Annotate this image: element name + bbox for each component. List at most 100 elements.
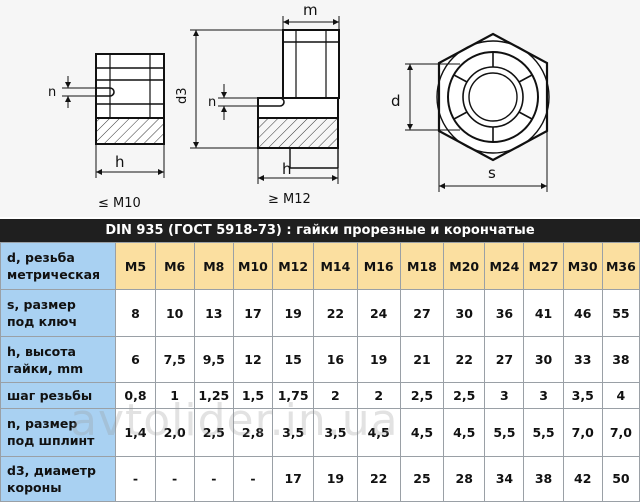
column-header-size: M18 [399,241,445,291]
table-cell: 1 [154,382,195,410]
table-cell: 38 [523,455,564,502]
column-header-size: M20 [443,241,486,291]
table-cell: 19 [356,335,401,384]
table-cell: 3,5 [313,408,358,457]
table-cell: 7,0 [562,408,603,457]
table-cell: 24 [356,289,401,337]
castle-nut-side-view [190,16,340,184]
row-header-line: гайки, mm [7,360,84,376]
table-cell: 15 [272,335,315,384]
dim-label-n-mid: n [208,95,217,110]
row-header-line: d3, диаметр [7,462,96,478]
table-cell: 5,5 [484,408,525,457]
technical-drawing: n h ≤ M10 m d3 n h ≥ M12 d s [0,0,640,217]
table-cell: - [115,455,156,502]
table-cell: 19 [313,455,358,502]
dim-label-h-mid: h [282,160,292,178]
table-cell: 16 [313,335,358,384]
table-cell: 3 [484,382,525,410]
table-cell: 10 [154,289,195,337]
table-cell: 0,8 [115,382,156,410]
table-cell: 30 [523,335,564,384]
table-cell: 21 [399,335,445,384]
table-cell: 30 [443,289,486,337]
table-cell: 27 [399,289,445,337]
table-cell: 2,5 [399,382,445,410]
column-header-size: M14 [313,241,358,291]
table-cell: - [193,455,234,502]
column-header-size: M30 [562,241,603,291]
dim-label-d3: d3 [175,87,190,104]
table-cell: 19 [272,289,315,337]
table-cell: 38 [601,335,640,384]
nut-drawings-svg [62,16,550,192]
table-cell: 6 [115,335,156,384]
row-header-line: h, высота [7,343,76,359]
row-header: шаг резьбы [0,382,117,410]
table-cell: 2,5 [443,382,486,410]
dim-label-s: s [488,164,496,182]
row-header-line: s, размер [7,297,76,313]
table-cell: - [154,455,195,502]
row-header-line: под шплинт [7,433,95,449]
table-cell: 55 [601,289,640,337]
table-cell: 4,5 [356,408,401,457]
table-cell: 1,4 [115,408,156,457]
column-header-size: M6 [154,241,195,291]
table-cell: 22 [313,289,358,337]
column-header-size: M5 [115,241,156,291]
table-cell: 41 [523,289,564,337]
table-cell: 3,5 [562,382,603,410]
row-header-line: n, размер [7,416,78,432]
table-cell: 1,5 [232,382,274,410]
table-cell: 1,75 [272,382,315,410]
caption-small-nut: ≤ M10 [98,196,141,211]
table-cell: 2,5 [193,408,234,457]
table-cell: 1,25 [193,382,234,410]
table-cell: 8 [115,289,156,337]
table-cell: 17 [232,289,274,337]
table-cell: 27 [484,335,525,384]
castle-nut-top-view [405,32,550,192]
row-header-line: короны [7,479,62,495]
table-cell: 28 [443,455,486,502]
table-cell: 2 [356,382,401,410]
row-header-line: шаг резьбы [7,388,93,404]
table-cell: 22 [443,335,486,384]
table-cell: 2,8 [232,408,274,457]
table-cell: 33 [562,335,603,384]
table-cell: 9,5 [193,335,234,384]
table-cell: 4,5 [443,408,486,457]
table-title: DIN 935 (ГОСТ 5918-73) : гайки прорезные… [0,219,640,242]
table-cell: 36 [484,289,525,337]
column-header-size: M24 [484,241,525,291]
column-header-size: M10 [232,241,274,291]
slotted-nut-small-side-view [62,53,165,178]
table-cell: 17 [272,455,315,502]
table-cell: 42 [562,455,603,502]
caption-castle-nut: ≥ M12 [268,192,311,207]
table-cell: 7,5 [154,335,195,384]
table-cell: - [232,455,274,502]
table-cell: 4,5 [399,408,445,457]
table-cell: 3,5 [272,408,315,457]
table-cell: 12 [232,335,274,384]
table-cell: 3 [523,382,564,410]
row-header-line: метрическая [7,267,101,283]
column-header-size: M12 [272,241,315,291]
row-header-line: под ключ [7,314,78,330]
column-header-size: M16 [356,241,401,291]
table-cell: 46 [562,289,603,337]
table-cell: 22 [356,455,401,502]
